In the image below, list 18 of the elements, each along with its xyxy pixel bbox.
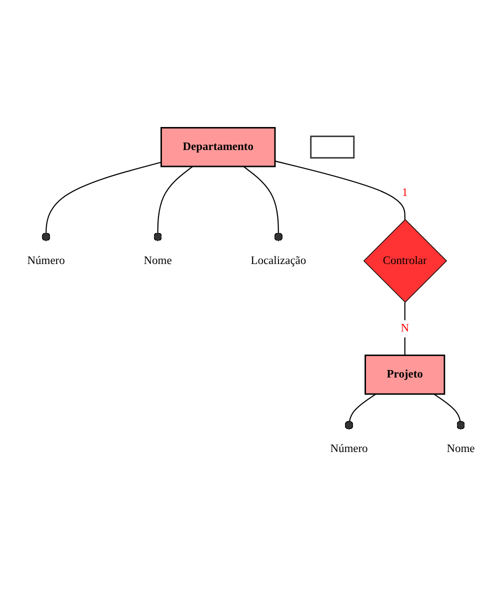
connector bbox=[344, 394, 376, 430]
node-text: Localização bbox=[250, 254, 306, 267]
node-text: Número bbox=[330, 443, 368, 456]
connector bbox=[153, 166, 193, 242]
node-diamond: Controlar bbox=[363, 219, 448, 304]
connector bbox=[42, 162, 162, 242]
node-box: Departamento bbox=[160, 127, 276, 168]
node-box: Projeto bbox=[364, 354, 446, 396]
edge-label: N bbox=[400, 322, 409, 335]
connector bbox=[434, 394, 466, 430]
node-box bbox=[310, 136, 355, 159]
node-text: Número bbox=[27, 254, 65, 267]
connector bbox=[404, 302, 406, 356]
edge-label: 1 bbox=[402, 186, 408, 200]
node-text: Nome bbox=[446, 443, 475, 456]
node-text: Nome bbox=[144, 254, 172, 267]
connector bbox=[243, 166, 283, 242]
connector bbox=[274, 160, 406, 220]
